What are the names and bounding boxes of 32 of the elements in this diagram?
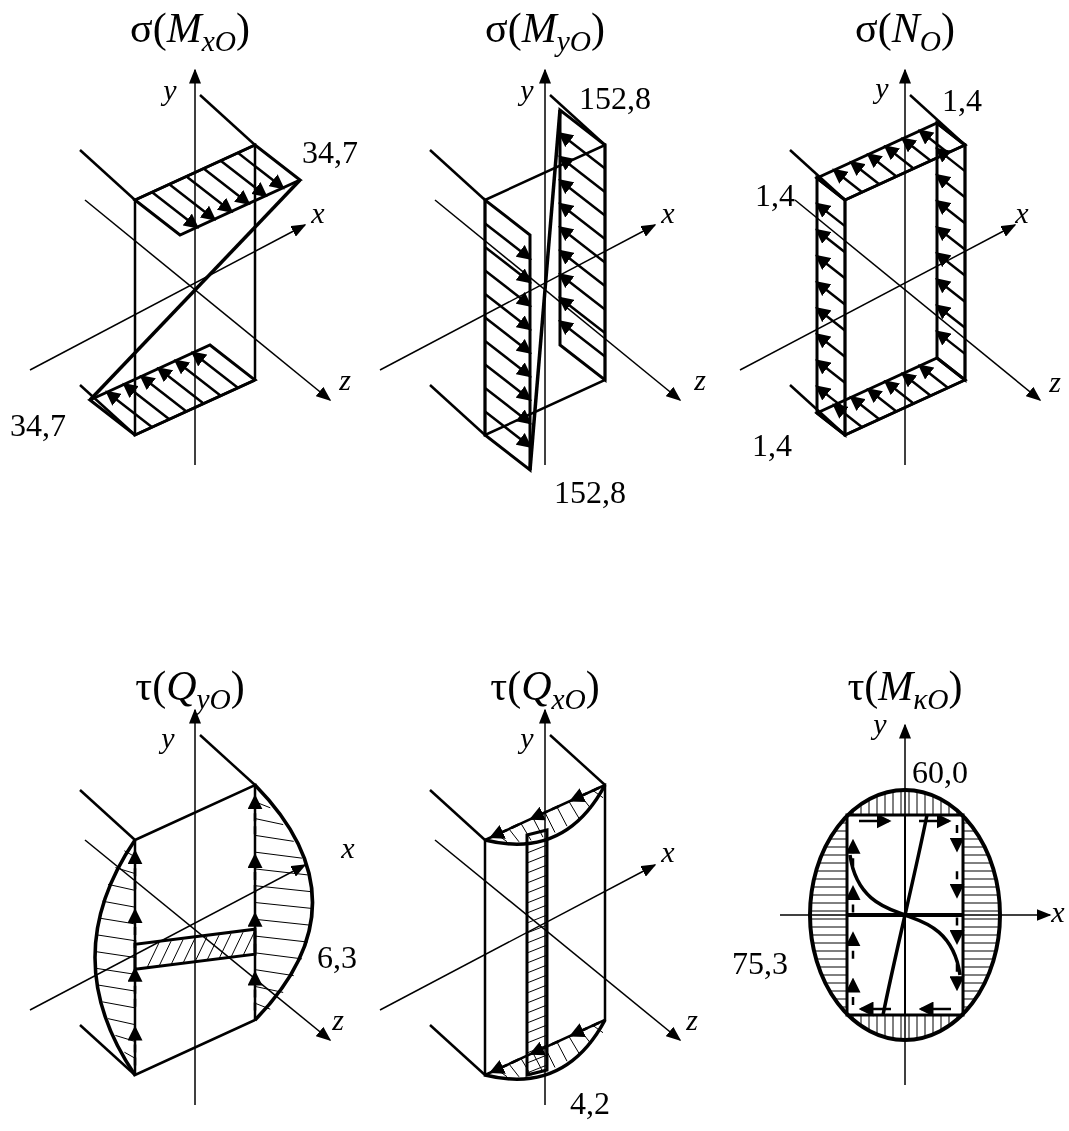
value-label: 152,8: [554, 476, 626, 508]
axis-label: z: [686, 1005, 698, 1035]
axis-label: x: [1015, 198, 1029, 228]
value-label: 6,3: [317, 941, 357, 973]
value-label: 60,0: [912, 756, 968, 788]
axis-label: z: [1049, 367, 1061, 397]
axis-label: x: [661, 198, 675, 228]
panel-label: σ(M$_{yO}$): [485, 7, 605, 57]
value-label: 75,3: [732, 947, 788, 979]
axis-label: x: [1051, 897, 1065, 927]
panel-label: τ(Q$_{xO}$): [490, 665, 600, 715]
value-label: 1,4: [752, 429, 792, 461]
axis-label: x: [661, 837, 675, 867]
value-label: 1,4: [755, 179, 795, 211]
axis-label: y: [520, 723, 534, 753]
panel-label: τ(Q$_{yO}$): [135, 665, 245, 715]
panel-label: σ(N$_{O}$): [855, 7, 955, 57]
axis-label: x: [311, 198, 325, 228]
axis-label: z: [339, 365, 351, 395]
axis-label: y: [161, 723, 175, 753]
axis-label: x: [341, 833, 355, 863]
axis-label: z: [694, 365, 706, 395]
axis-label: z: [332, 1005, 344, 1035]
value-label: 34,7: [302, 136, 358, 168]
axis-label: y: [163, 75, 177, 105]
value-label: 34,7: [10, 409, 66, 441]
value-label: 1,4: [942, 84, 982, 116]
axis-label: y: [520, 75, 534, 105]
axis-label: y: [875, 73, 889, 103]
value-label: 152,8: [579, 82, 651, 114]
value-label: 4,2: [570, 1087, 610, 1119]
panel-label: σ(M$_{xO}$): [130, 7, 250, 57]
